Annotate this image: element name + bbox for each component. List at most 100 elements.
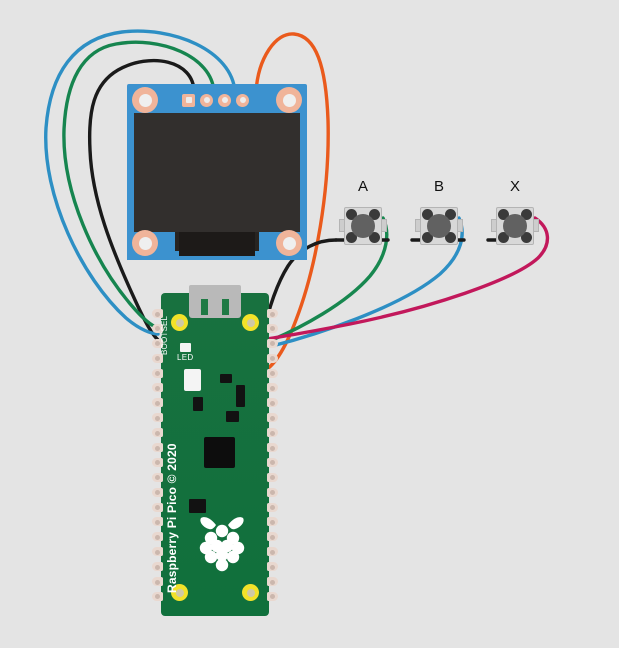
pico-right-pin-5[interactable] (267, 368, 278, 378)
pico-left-pin-11[interactable] (152, 457, 163, 467)
pico-right-pin-9[interactable] (267, 428, 278, 438)
pico-left-pin-7[interactable] (152, 398, 163, 408)
pico-mount-hole-top-right (242, 314, 259, 331)
raspberry-pi-logo-icon (199, 517, 245, 572)
pico-right-pin-18[interactable] (267, 562, 278, 572)
button-b-leg-bottom-right (445, 232, 456, 243)
pico-left-pin-6[interactable] (152, 383, 163, 393)
pico-left-pin-1[interactable] (152, 309, 163, 318)
pico-component-d (226, 411, 239, 422)
pico-right-pin-8[interactable] (267, 413, 278, 423)
pico-right-pin-2[interactable] (267, 323, 278, 333)
pico-left-pin-2[interactable] (152, 323, 163, 333)
pico-left-pin-20[interactable] (152, 591, 163, 601)
pico-right-pin-11[interactable] (267, 457, 278, 467)
wire-button-b-blue (270, 216, 464, 348)
pico-component-e (189, 499, 206, 513)
pico-usb-slot-right (222, 299, 229, 315)
oled-mount-hole-bottom-left (132, 230, 158, 256)
oled-pin-sda[interactable] (236, 93, 249, 107)
pico-component-c (236, 385, 245, 407)
oled-ribbon-connector-inner (179, 232, 255, 256)
pico-right-pin-1[interactable] (267, 309, 278, 318)
oled-display-module[interactable] (127, 84, 307, 260)
pico-right-pin-13[interactable] (267, 487, 278, 497)
pico-right-pin-3[interactable] (267, 338, 278, 348)
button-a-cap[interactable] (351, 214, 375, 238)
pico-right-pin-10[interactable] (267, 443, 278, 453)
button-a-label: A (357, 178, 368, 195)
button-x-leg-top-right (521, 209, 532, 220)
button-a-leg-top-right (369, 209, 380, 220)
oled-mount-hole-top-left (132, 87, 158, 113)
wire-button-x-magenta (260, 216, 550, 342)
button-b-cap[interactable] (427, 214, 451, 238)
pico-left-pin-4[interactable] (152, 353, 163, 363)
button-x-leg-top-left (498, 209, 509, 220)
pico-mount-hole-bottom-left (171, 584, 188, 601)
pico-rp2040-chip (204, 437, 235, 468)
wire-oled-scl-blue (44, 29, 237, 336)
oled-pin-vcc[interactable] (200, 93, 213, 107)
button-b-label: B (433, 178, 444, 195)
pico-right-pin-14[interactable] (267, 502, 278, 512)
pico-right-pin-4[interactable] (267, 353, 278, 363)
button-b-leg-top-left (422, 209, 433, 220)
oled-mount-hole-top-right (276, 87, 302, 113)
button-b[interactable] (415, 203, 463, 249)
pico-mount-hole-top-left (171, 314, 188, 331)
pico-right-pin-rail[interactable] (267, 309, 278, 601)
button-x-leg-bottom-left (498, 232, 509, 243)
button-b-leg-top-right (445, 209, 456, 220)
pico-usb-slot-left (201, 299, 208, 315)
button-a-leg-bottom-left (346, 232, 357, 243)
button-x-leg-bottom-right (521, 232, 532, 243)
button-a-leg-top-left (346, 209, 357, 220)
pico-right-pin-15[interactable] (267, 517, 278, 527)
pico-right-pin-19[interactable] (267, 577, 278, 587)
oled-pin-gnd[interactable] (182, 93, 195, 107)
oled-pin-header[interactable] (182, 90, 250, 110)
pico-left-pin-17[interactable] (152, 547, 163, 557)
wire-oled-gnd-black (87, 58, 196, 342)
pico-left-pin-13[interactable] (152, 487, 163, 497)
pico-left-pin-10[interactable] (152, 443, 163, 453)
pico-right-pin-17[interactable] (267, 547, 278, 557)
pico-left-pin-14[interactable] (152, 502, 163, 512)
pico-left-pin-16[interactable] (152, 532, 163, 542)
pico-left-pin-19[interactable] (152, 577, 163, 587)
pico-component-b (220, 374, 232, 383)
pico-right-pin-20[interactable] (267, 591, 278, 601)
pico-right-pin-16[interactable] (267, 532, 278, 542)
button-x-label: X (509, 178, 520, 195)
wire-oled-vcc-green (62, 40, 216, 330)
pico-left-pin-9[interactable] (152, 428, 163, 438)
oled-screen (134, 113, 300, 232)
pico-onboard-led (180, 343, 191, 352)
pico-left-pin-3[interactable] (152, 338, 163, 348)
pico-mount-hole-bottom-right (242, 584, 259, 601)
pico-left-pin-5[interactable] (152, 368, 163, 378)
pico-bootsel-button[interactable] (184, 369, 201, 391)
pico-component-a (193, 397, 203, 411)
pico-usb-connector[interactable] (189, 285, 241, 318)
button-x-cap[interactable] (503, 214, 527, 238)
pico-left-pin-15[interactable] (152, 517, 163, 527)
pico-left-pin-8[interactable] (152, 413, 163, 423)
pico-right-pin-12[interactable] (267, 472, 278, 482)
pico-right-pin-7[interactable] (267, 398, 278, 408)
oled-pin-scl[interactable] (218, 93, 231, 107)
pico-left-pin-rail[interactable] (152, 309, 163, 601)
pico-left-pin-12[interactable] (152, 472, 163, 482)
pico-left-pin-18[interactable] (152, 562, 163, 572)
wire-button-a-green (270, 216, 389, 342)
raspberry-pi-pico-board[interactable]: LED BOOTSEL Raspberry Pi Pico © 2020 (152, 285, 278, 616)
button-x[interactable] (491, 203, 539, 249)
pico-right-pin-6[interactable] (267, 383, 278, 393)
oled-mount-hole-bottom-right (276, 230, 302, 256)
button-a-leg-bottom-right (369, 232, 380, 243)
button-a[interactable] (339, 203, 387, 249)
